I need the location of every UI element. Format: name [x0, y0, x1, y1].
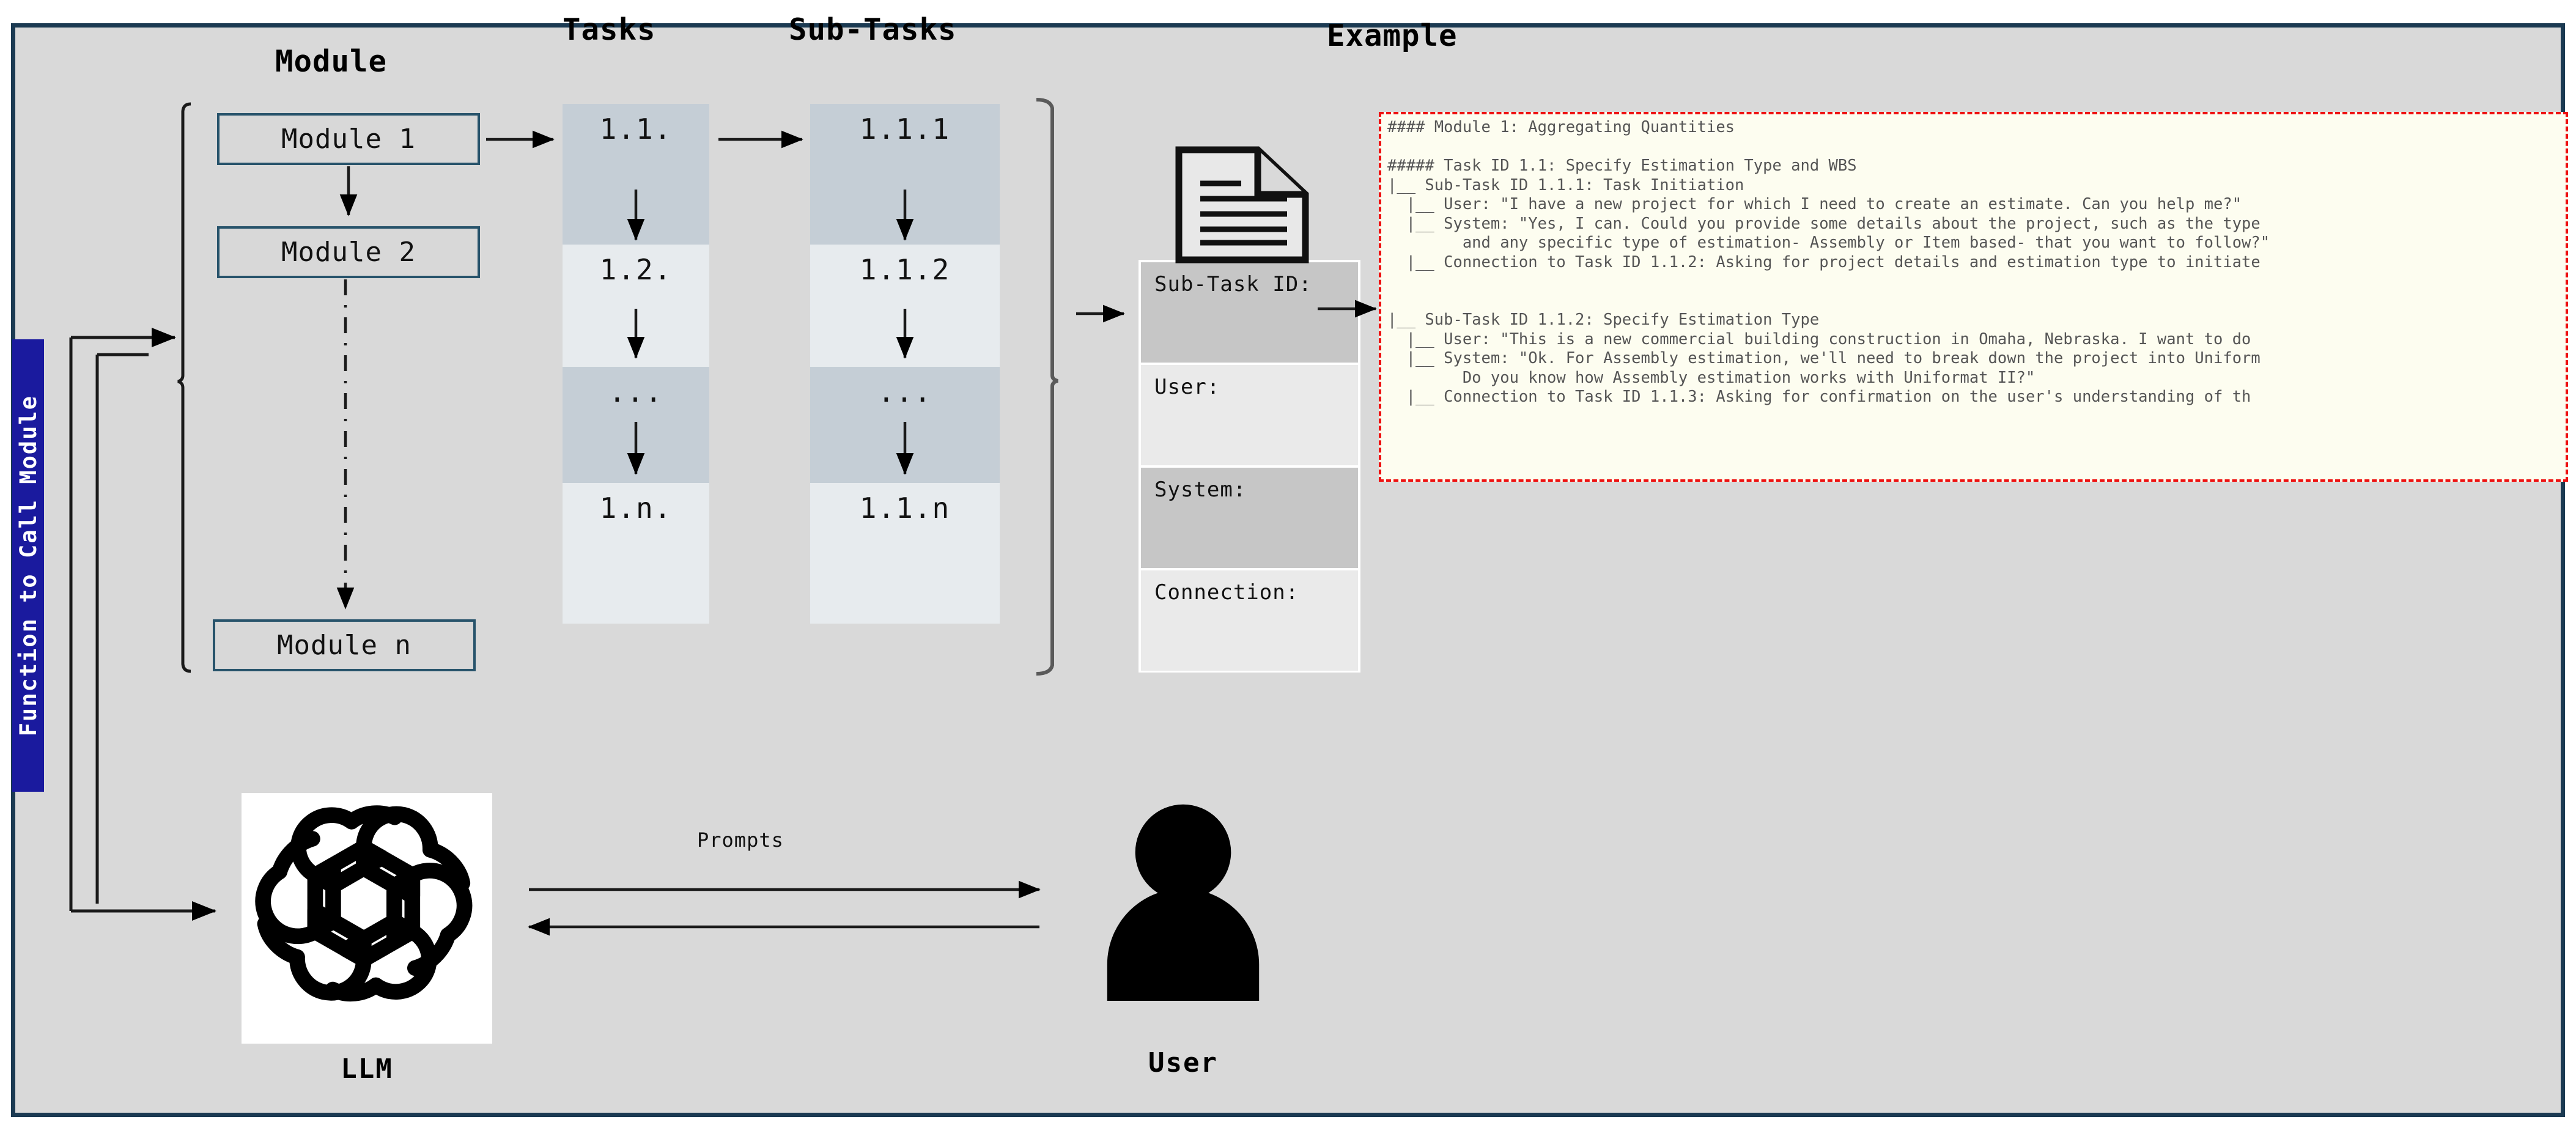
- user-label: User: [1148, 1047, 1218, 1078]
- example-code-text: #### Module 1: Aggregating Quantities ##…: [1387, 118, 2270, 406]
- subtask-detail-label: Connection:: [1154, 580, 1299, 605]
- subtask-detail-label: Sub-Task ID:: [1154, 272, 1312, 297]
- subtask-label: 1.1.n: [859, 492, 951, 525]
- subtask-cell[interactable]: 1.1.1: [810, 104, 1000, 245]
- example-code-block: #### Module 1: Aggregating Quantities ##…: [1379, 112, 2568, 482]
- header-example: Example: [1327, 18, 1458, 53]
- module-box-2[interactable]: Module 2: [217, 226, 480, 278]
- subtask-cell[interactable]: 1.1.2: [810, 245, 1000, 367]
- subtask-detail-row[interactable]: System:: [1141, 468, 1358, 568]
- subtask-label: 1.1.2: [859, 253, 951, 286]
- llm-label: LLM: [341, 1053, 393, 1085]
- subtask-detail-label: User:: [1154, 375, 1220, 399]
- subtask-cell[interactable]: 1.1.n: [810, 483, 1000, 624]
- task-label: ...: [608, 375, 663, 408]
- prompts-label: Prompts: [697, 828, 784, 852]
- module-box-n[interactable]: Module n: [213, 619, 476, 671]
- subtask-label: 1.1.1: [859, 112, 951, 146]
- side-label-text: Function to Call Module: [15, 394, 42, 737]
- subtask-detail-row[interactable]: Connection:: [1141, 570, 1358, 671]
- task-label: 1.2.: [599, 253, 673, 286]
- task-label: 1.n.: [599, 492, 673, 525]
- tasks-column: 1.1. 1.2. ... 1.n.: [563, 104, 709, 624]
- module-box-label: Module 1: [281, 123, 416, 155]
- subtask-detail-label: System:: [1154, 477, 1247, 502]
- module-box-1[interactable]: Module 1: [217, 113, 480, 165]
- function-to-call-module-label: Function to Call Module: [12, 339, 44, 792]
- task-label: 1.1.: [599, 112, 673, 146]
- subtask-detail-row[interactable]: User:: [1141, 365, 1358, 465]
- subtask-detail-table: Sub-Task ID: User: System: Connection:: [1139, 260, 1360, 673]
- module-box-label: Module n: [277, 630, 411, 661]
- subtask-cell[interactable]: ...: [810, 367, 1000, 483]
- subtasks-column: 1.1.1 1.1.2 ... 1.1.n: [810, 104, 1000, 624]
- task-cell[interactable]: ...: [563, 367, 709, 483]
- header-tasks: Tasks: [563, 12, 656, 47]
- task-cell[interactable]: 1.1.: [563, 104, 709, 245]
- llm-logo-tile: [242, 793, 492, 1044]
- openai-logo-icon: [255, 805, 473, 1002]
- header-module: Module: [275, 44, 388, 79]
- task-cell[interactable]: 1.n.: [563, 483, 709, 624]
- subtask-detail-row[interactable]: Sub-Task ID:: [1141, 262, 1358, 363]
- subtask-label: ...: [877, 375, 932, 408]
- person-icon: [1107, 804, 1260, 1001]
- module-box-label: Module 2: [281, 237, 416, 268]
- header-subtasks: Sub-Tasks: [789, 12, 957, 47]
- task-cell[interactable]: 1.2.: [563, 245, 709, 367]
